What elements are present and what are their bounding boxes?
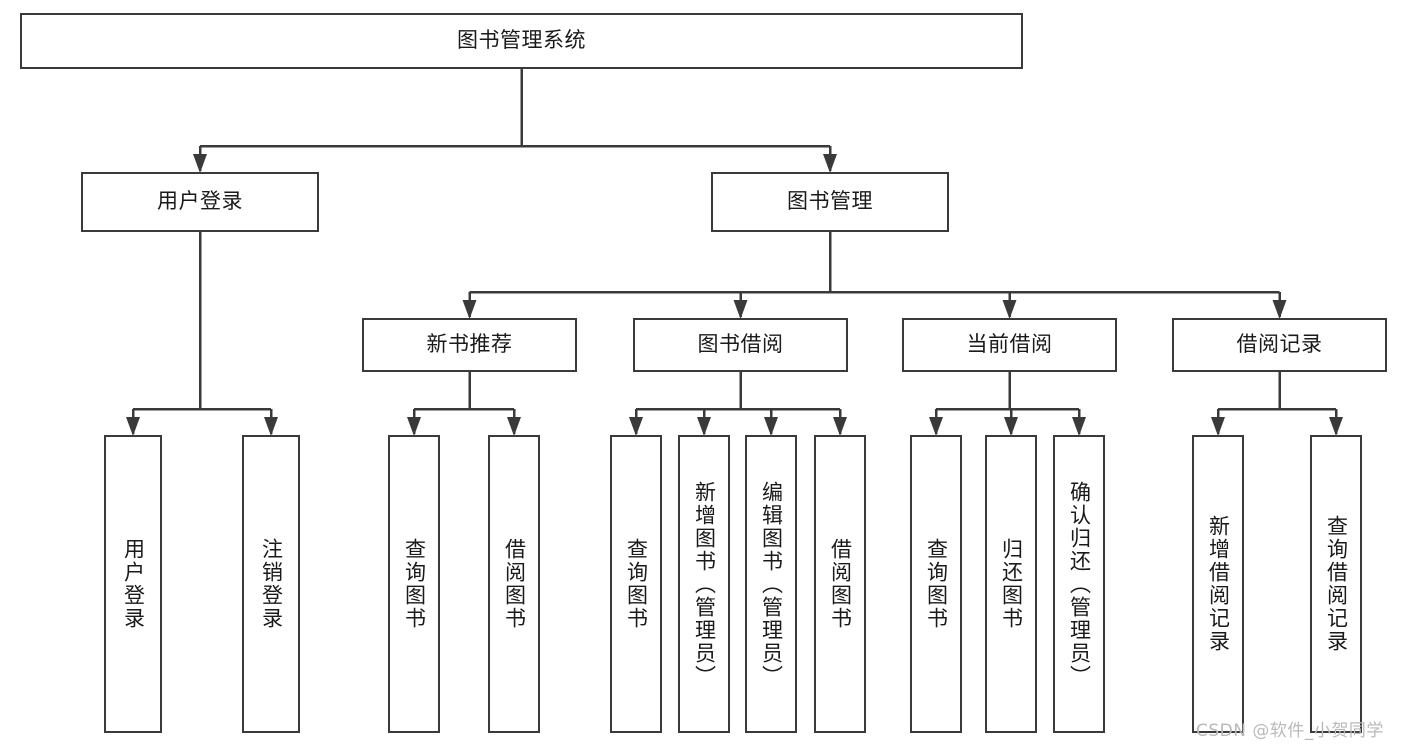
node-current-borrow[interactable]: 当前借阅 (902, 318, 1117, 372)
node-label: 查询图书 (624, 538, 649, 630)
node-label: 查询图书 (924, 538, 949, 630)
node-label: 归还图书 (999, 538, 1024, 630)
node-label: 用户登录 (121, 538, 146, 630)
node-leaf-query-book-2[interactable]: 查询图书 (610, 435, 662, 733)
node-label: 图书借阅 (697, 332, 784, 357)
node-new-book-rec[interactable]: 新书推荐 (362, 318, 577, 372)
node-label: 编辑图书（管理员） (759, 480, 784, 688)
watermark-text: CSDN @软件_小贺同学 (1196, 721, 1384, 741)
node-leaf-add-book[interactable]: 新增图书（管理员） (678, 435, 730, 733)
node-label: 查询图书 (402, 538, 427, 630)
node-leaf-query-record[interactable]: 查询借阅记录 (1310, 435, 1362, 733)
node-leaf-return-book[interactable]: 归还图书 (985, 435, 1037, 733)
node-book-borrow[interactable]: 图书借阅 (633, 318, 848, 372)
node-leaf-query-book-1[interactable]: 查询图书 (388, 435, 440, 733)
node-label: 借阅图书 (502, 538, 527, 630)
node-leaf-query-book-3[interactable]: 查询图书 (910, 435, 962, 733)
node-label: 查询借阅记录 (1324, 515, 1349, 653)
node-label: 当前借阅 (966, 332, 1053, 357)
node-label: 新书推荐 (426, 332, 513, 357)
node-label: 借阅图书 (828, 538, 853, 630)
node-leaf-edit-book[interactable]: 编辑图书（管理员） (745, 435, 797, 733)
node-user-login[interactable]: 用户登录 (81, 172, 319, 232)
node-label: 图书管理系统 (457, 28, 586, 53)
node-label: 注销登录 (259, 538, 284, 630)
node-label: 确认归还（管理员） (1067, 480, 1092, 688)
node-leaf-user-logout[interactable]: 注销登录 (242, 435, 300, 733)
node-book-manage[interactable]: 图书管理 (711, 172, 949, 232)
node-leaf-borrow-book-1[interactable]: 借阅图书 (488, 435, 540, 733)
node-root-system[interactable]: 图书管理系统 (20, 13, 1023, 69)
node-label: 借阅记录 (1236, 332, 1323, 357)
node-leaf-user-login[interactable]: 用户登录 (104, 435, 162, 733)
node-leaf-borrow-book-2[interactable]: 借阅图书 (814, 435, 866, 733)
node-leaf-add-record[interactable]: 新增借阅记录 (1192, 435, 1244, 733)
node-label: 图书管理 (787, 189, 873, 214)
node-label: 用户登录 (157, 189, 243, 214)
node-leaf-confirm-return[interactable]: 确认归还（管理员） (1053, 435, 1105, 733)
node-label: 新增借阅记录 (1206, 515, 1231, 653)
node-label: 新增图书（管理员） (692, 480, 717, 688)
node-borrow-record[interactable]: 借阅记录 (1172, 318, 1387, 372)
